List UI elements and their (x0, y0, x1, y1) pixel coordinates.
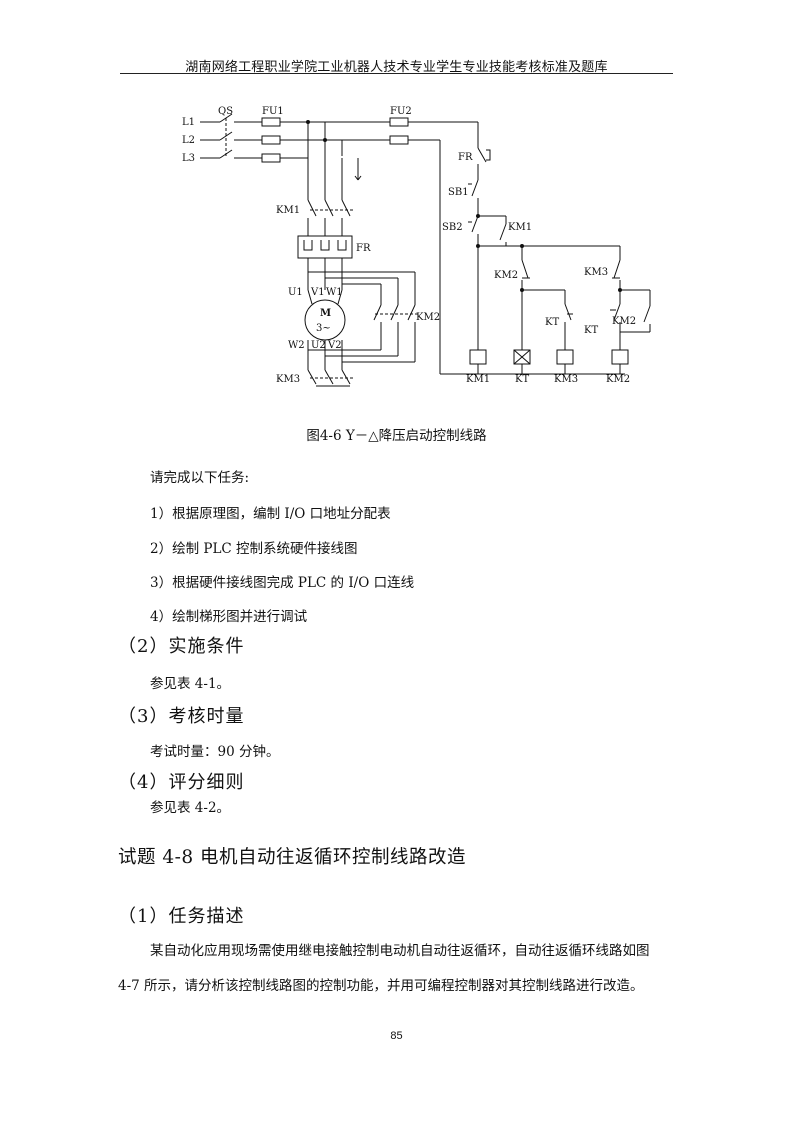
section-heading-conditions: （2）实施条件 (118, 636, 245, 657)
section-body-conditions: 参见表 4-1。 (150, 676, 231, 692)
label-km3-main: KM3 (276, 374, 300, 385)
label-fr-main: FR (356, 243, 371, 254)
task-item-2: 2）绘制 PLC 控制系统硬件接线图 (150, 541, 358, 557)
label-kt-nc: KT (545, 317, 559, 328)
task-item-4: 4）绘制梯形图并进行调试 (150, 609, 308, 625)
page-header: 湖南网络工程职业学院工业机器人技术专业学生专业技能考核标准及题库 (185, 60, 608, 75)
label-coil-km3: KM3 (554, 374, 578, 385)
label-km2-main: KM2 (416, 312, 440, 323)
section-heading-time: （3）考核时量 (118, 706, 245, 727)
label-qs: QS (218, 106, 233, 117)
label-sb1: SB1 (448, 187, 469, 198)
label-u1: U1 (288, 287, 303, 298)
label-km2-aux: KM2 (494, 270, 518, 281)
question-subheading: （1）任务描述 (118, 906, 245, 927)
label-l1: L1 (182, 117, 195, 128)
label-km1-aux: KM1 (508, 222, 532, 233)
section-body-scoring: 参见表 4-2。 (150, 800, 231, 816)
section-body-time: 考试时量：90 分钟。 (150, 744, 280, 760)
task-item-1: 1）根据原理图，编制 I/O 口地址分配表 (150, 506, 391, 522)
label-v1: V1 (310, 287, 325, 298)
label-w2: W2 (288, 340, 305, 351)
label-l2: L2 (182, 135, 195, 146)
label-coil-kt: KT (515, 374, 529, 385)
label-fu2: FU2 (390, 106, 412, 117)
supply-lines (200, 113, 478, 163)
page-number: 85 (390, 1030, 403, 1042)
label-km1-main: KM1 (276, 205, 300, 216)
circuit-diagram: L1 L2 L3 QS FU1 FU2 KM1 FR U1 V1 W1 M 3~… (182, 106, 651, 387)
label-sb2: SB2 (442, 222, 463, 233)
label-w1: W1 (326, 287, 343, 298)
main-circuit (297, 120, 420, 387)
label-fr-ctrl: FR (458, 152, 473, 163)
label-motor-3: 3~ (316, 323, 331, 334)
tasks-intro: 请完成以下任务: (150, 470, 250, 486)
label-km3-aux: KM3 (584, 267, 608, 278)
label-coil-km1: KM1 (466, 374, 490, 385)
question-title: 试题 4-8 电机自动往返循环控制线路改造 (118, 847, 467, 868)
task-item-3: 3）根据硬件接线图完成 PLC 的 I/O 口连线 (150, 575, 415, 591)
figure-caption: 图4-6 Y－△降压启动控制线路 (306, 428, 487, 444)
control-circuit (439, 122, 651, 375)
question-paragraph-line1: 某自动化应用现场需使用继电接触控制电动机自动往返循环，自动往返循环线路如图 (150, 943, 650, 959)
header-rule (120, 73, 673, 74)
section-heading-scoring: （4）评分细则 (118, 772, 245, 793)
label-kt-no: KT (584, 325, 598, 336)
label-v2: V2 (327, 340, 342, 351)
label-km2-hold: KM2 (612, 316, 636, 327)
label-fu1: FU1 (262, 106, 284, 117)
label-motor-m: M (320, 308, 331, 319)
question-paragraph-line2: 4-7 所示，请分析该控制线路图的控制功能，并用可编程控制器对其控制线路进行改造… (118, 978, 644, 994)
label-l3: L3 (182, 153, 195, 164)
label-coil-km2: KM2 (606, 374, 630, 385)
label-u2: U2 (311, 340, 326, 351)
